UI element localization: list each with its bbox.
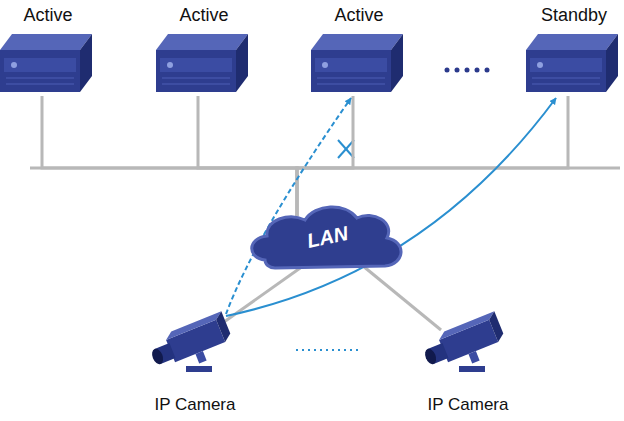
- server-node: Active: [156, 4, 252, 96]
- network-link: [198, 96, 297, 216]
- node-label: IP Camera: [138, 394, 252, 416]
- network-link: [363, 266, 441, 330]
- server-icon: [0, 32, 92, 96]
- camera-icon: [138, 300, 248, 380]
- camera-node: IP Camera: [411, 300, 525, 416]
- server-node: Active: [311, 4, 407, 96]
- node-label: Active: [0, 4, 96, 26]
- server-node: Active: [0, 4, 96, 96]
- node-label: Standby: [526, 4, 622, 26]
- network-link: [42, 96, 297, 216]
- camera-icon: [411, 300, 521, 380]
- node-label: LAN: [239, 182, 417, 293]
- camera-node: IP Camera: [138, 300, 252, 416]
- stream-arrow: [226, 98, 556, 316]
- network-link: [297, 96, 353, 216]
- lan-cloud: LAN: [245, 198, 410, 276]
- server-node: Standby: [526, 4, 622, 96]
- ellipsis-dots: [445, 68, 490, 73]
- server-icon: [156, 32, 248, 96]
- server-icon: [311, 32, 403, 96]
- server-icon: [526, 32, 618, 96]
- network-link: [297, 96, 568, 216]
- node-label: Active: [156, 4, 252, 26]
- ellipsis-dots: [296, 349, 360, 351]
- node-label: IP Camera: [411, 394, 525, 416]
- node-label: Active: [311, 4, 407, 26]
